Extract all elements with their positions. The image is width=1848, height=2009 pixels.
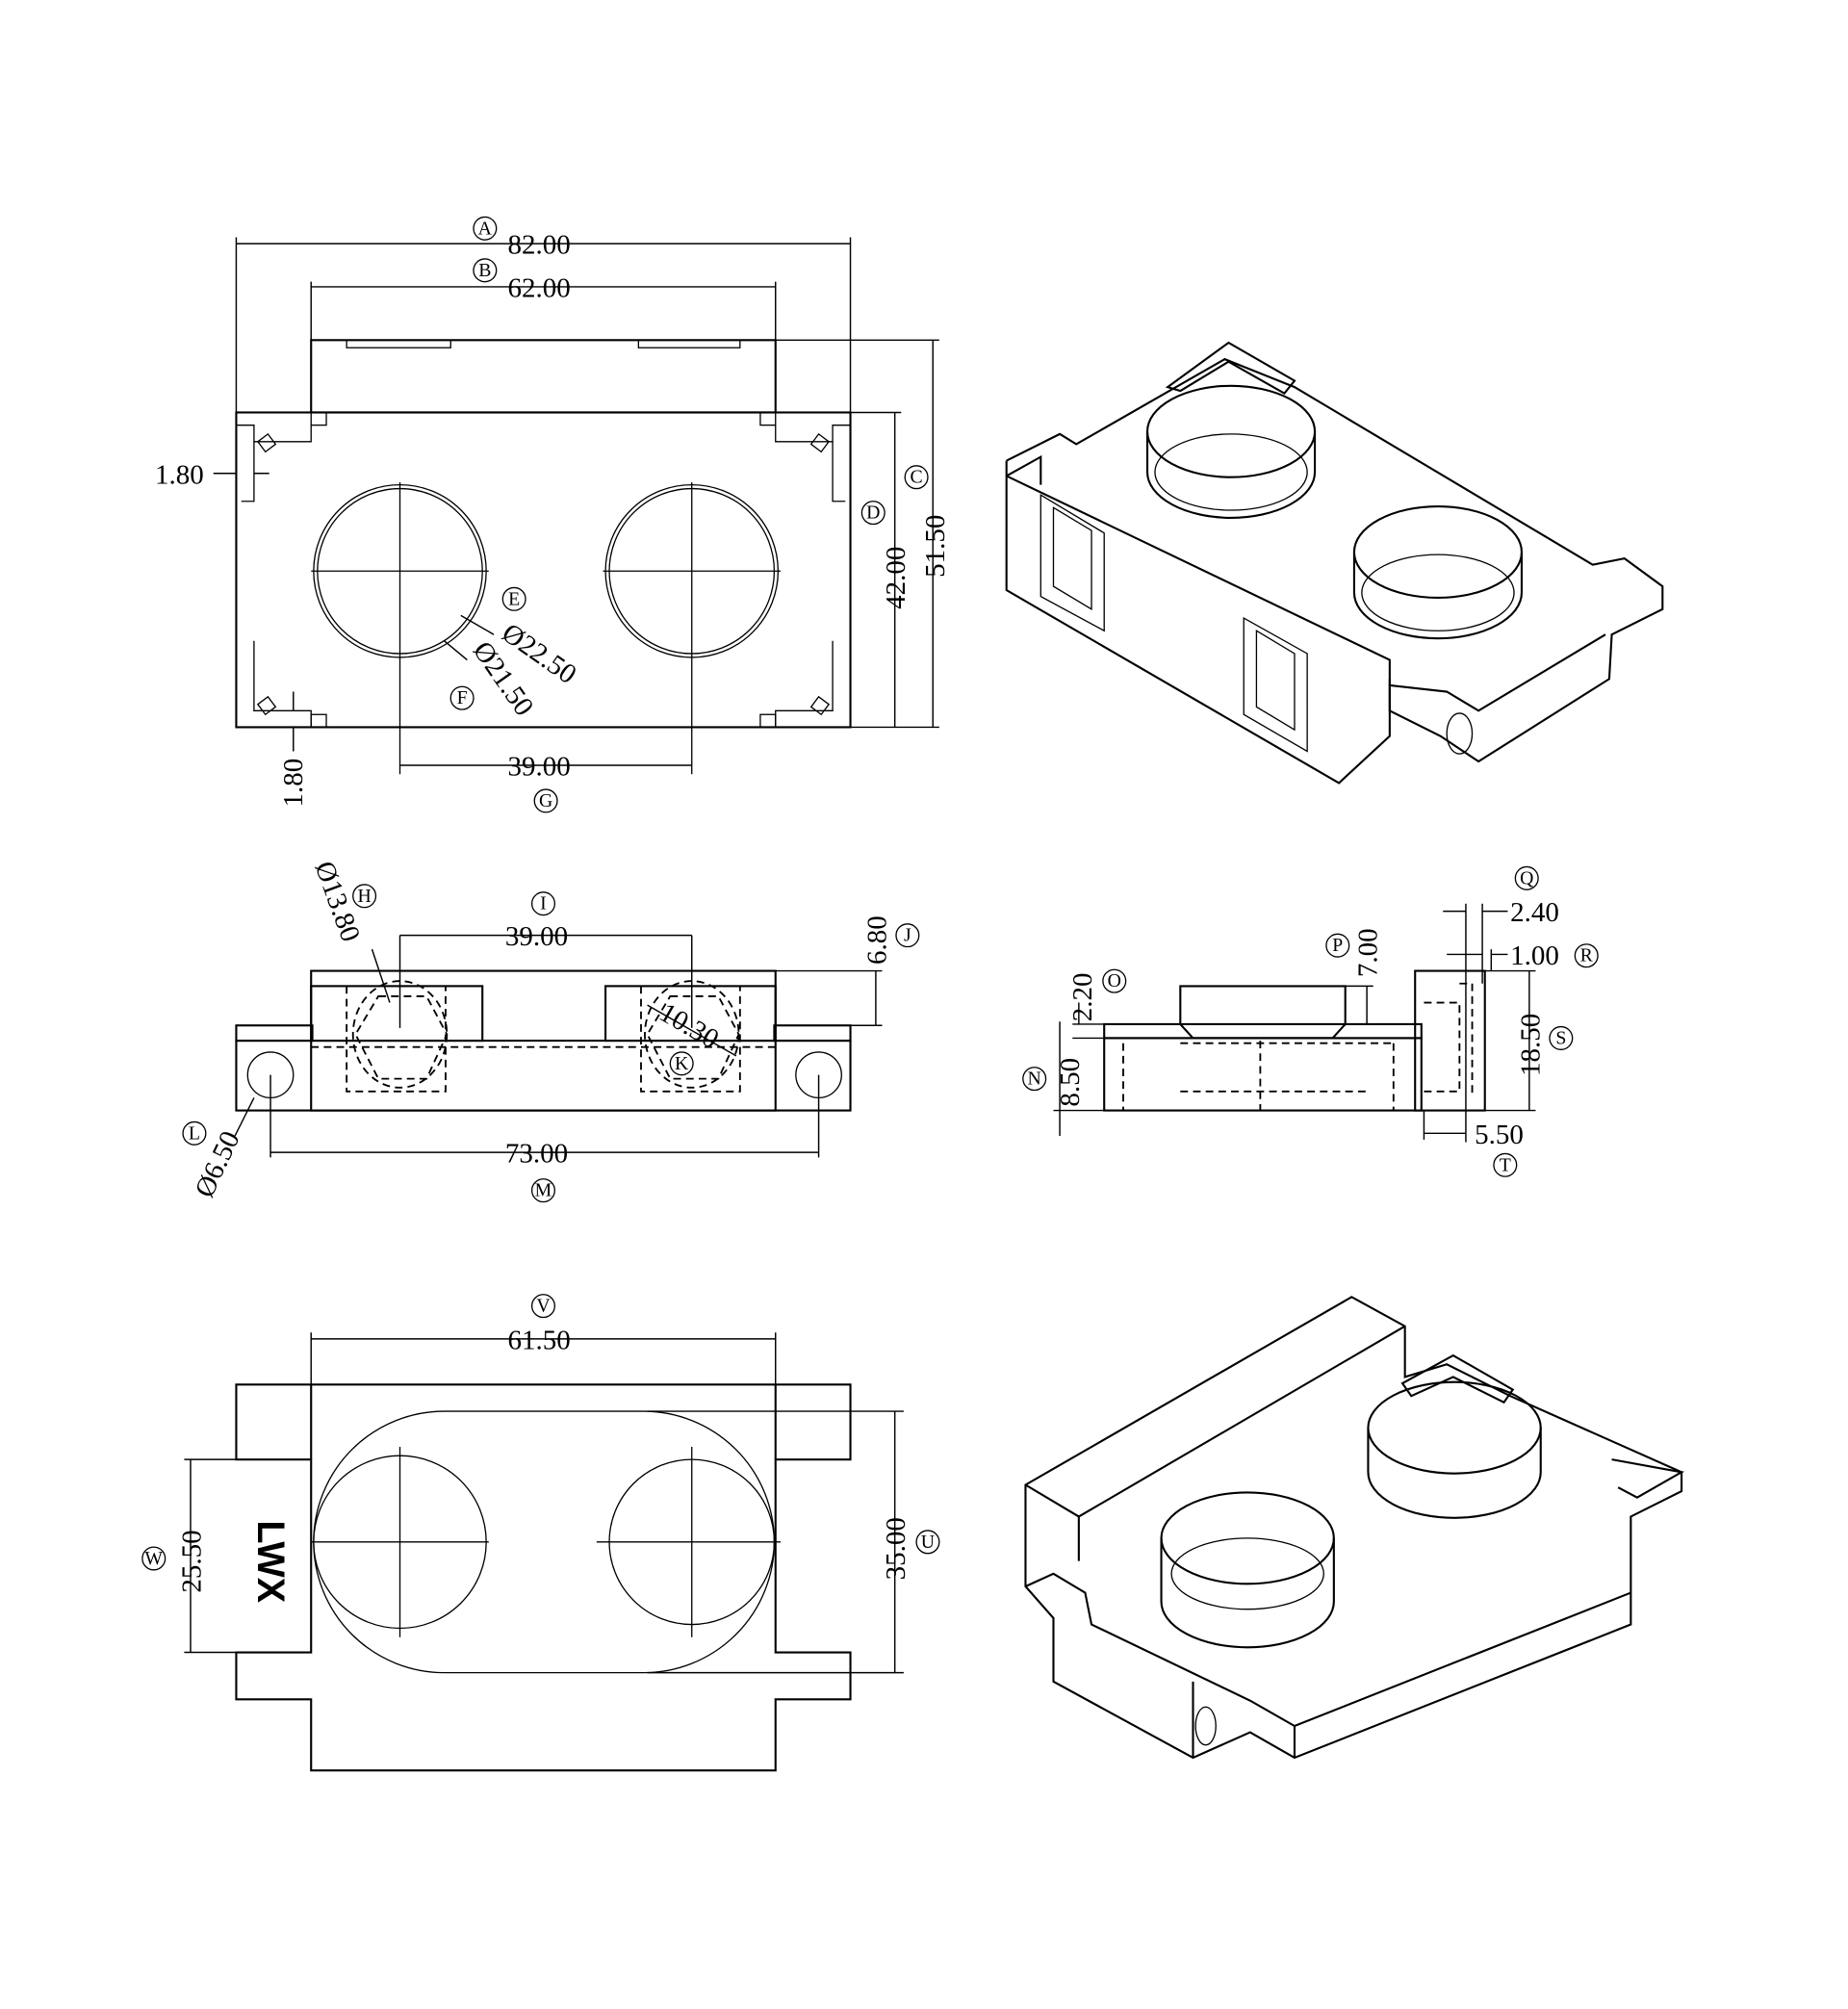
dim-P-value: 7.00 [1353,928,1384,977]
dim-N-value: 8.50 [1055,1058,1086,1107]
dim-U-value: 35.00 [881,1517,911,1580]
dim-W-value: 25.50 [177,1530,208,1592]
svg-text:H: H [357,886,371,907]
dim-H-label: H [352,884,377,909]
dim-T-label: T [1493,1152,1518,1177]
dim-P-label: P [1325,933,1350,958]
dim-S-label: S [1549,1025,1574,1050]
svg-text:B: B [478,260,491,281]
front-view: 39.00 I Ø13.80 H 6.80 J 10.30 K 73.00 M … [182,858,920,1203]
svg-text:F: F [457,687,468,708]
dim-D-value: 42.00 [881,547,911,609]
dim-I-value: 39.00 [505,921,568,952]
bottom-view: LWX 61.50 V 25.50 W 35.00 U [141,1294,940,1772]
dim-Q-value: 2.40 [1510,897,1559,928]
svg-text:N: N [1028,1069,1041,1090]
dim-E-label: E [501,586,526,611]
dim-wall-bottom: 1.80 [278,759,309,808]
svg-text:P: P [1332,935,1343,956]
dim-N-label: N [1022,1067,1047,1092]
svg-text:L: L [189,1122,200,1144]
svg-text:W: W [144,1548,163,1569]
dim-G-value: 39.00 [508,752,571,783]
dim-B-value: 62.00 [508,273,571,304]
dim-V-label: V [530,1294,556,1319]
svg-text:Q: Q [1520,867,1533,889]
dim-T-value: 5.50 [1475,1120,1524,1150]
dim-Q-label: Q [1514,865,1539,890]
marking-text: LWX [249,1520,292,1603]
dim-J-label: J [895,923,920,948]
dim-C-label: C [904,465,929,490]
dim-V-value: 61.50 [508,1325,571,1355]
dim-S-value: 18.50 [1515,1014,1546,1076]
dim-F-label: F [449,685,475,710]
isometric-view-top [1005,341,1664,785]
dim-U-label: U [915,1530,940,1555]
svg-text:C: C [910,467,922,488]
svg-text:K: K [675,1053,689,1074]
dim-B-label: B [473,258,498,283]
dim-O-value: 2.20 [1067,973,1098,1022]
dim-M-label: M [530,1178,556,1203]
svg-text:O: O [1108,970,1121,992]
svg-text:E: E [508,588,520,609]
dim-A-value: 82.00 [508,230,571,261]
dim-K-label: K [669,1051,694,1076]
dim-K-value: 10.30 [654,997,725,1055]
svg-text:G: G [539,790,552,811]
svg-text:T: T [1500,1154,1511,1175]
svg-text:U: U [921,1532,935,1553]
svg-text:S: S [1555,1027,1566,1048]
dim-wall-left: 1.80 [155,459,204,490]
svg-text:I: I [540,893,547,914]
side-view: 2.20 O 8.50 N 7.00 P 2.40 Q 1.00 R 18.50… [1022,865,1599,1177]
dim-R-label: R [1574,943,1599,968]
dim-O-label: O [1102,968,1127,993]
dim-M-value: 73.00 [505,1139,568,1170]
dim-G-label: G [533,788,558,813]
svg-text:D: D [866,502,880,524]
svg-text:R: R [1580,945,1594,966]
svg-text:A: A [478,218,493,239]
svg-text:J: J [904,925,911,946]
svg-text:V: V [536,1296,551,1317]
dim-C-value: 51.50 [920,515,951,578]
dim-A-label: A [473,216,498,241]
isometric-view-bottom [1024,1296,1685,1760]
top-view: 82.00 A 62.00 B 51.50 C 42.00 D 1.80 1.8… [155,216,951,813]
dim-I-label: I [530,891,556,916]
dim-W-label: W [141,1546,167,1571]
dim-D-label: D [860,501,886,526]
dim-R-value: 1.00 [1510,940,1559,971]
svg-text:M: M [535,1180,552,1201]
dim-L-label: L [182,1120,207,1146]
dim-J-value: 6.80 [861,915,892,965]
